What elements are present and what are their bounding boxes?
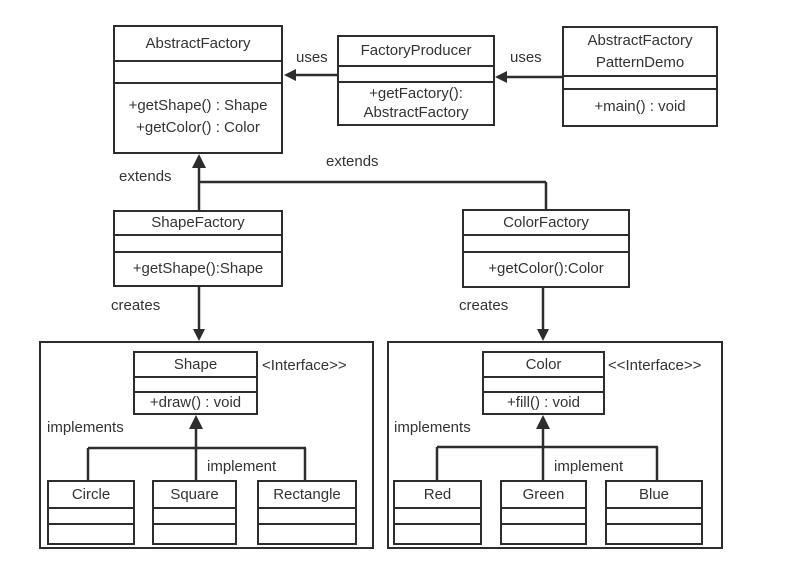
class-color-factory: ColorFactory +getColor():Color (462, 209, 630, 288)
methods-compartment (607, 525, 701, 541)
class-title: Rectangle (259, 482, 355, 509)
methods-compartment (154, 525, 235, 541)
interface-color: Color +fill() : void (482, 351, 605, 415)
methods-compartment: +fill() : void (484, 393, 603, 411)
methods-compartment (49, 525, 133, 541)
method-draw: +draw() : void (149, 393, 242, 411)
fields-compartment (154, 509, 235, 525)
arrowhead-extends (192, 154, 206, 168)
class-green: Green (500, 480, 587, 545)
class-red: Red (393, 480, 482, 545)
arrowhead-creates-shape (193, 329, 205, 341)
methods-compartment: +getShape() : Shape +getColor() : Color (115, 84, 281, 150)
class-title: Blue (607, 482, 701, 509)
class-abstract-factory: AbstractFactory +getShape() : Shape +get… (113, 25, 283, 154)
label-creates-left: creates (111, 297, 161, 314)
label-implements-left: implements (47, 419, 124, 436)
methods-compartment (502, 525, 585, 541)
class-rectangle: Rectangle (257, 480, 357, 545)
methods-compartment (259, 525, 355, 541)
class-title: ShapeFactory (115, 212, 281, 236)
method-fill: +fill() : void (507, 393, 580, 411)
label-creates-right: creates (459, 297, 509, 314)
label-implements-right: implements (394, 419, 471, 436)
method-getshape: +getShape() : Shape (128, 97, 268, 114)
class-title: AbstractFactory PatternDemo (564, 28, 716, 77)
fields-compartment (115, 62, 281, 84)
fields-compartment (395, 509, 480, 525)
methods-compartment: +getColor():Color (464, 253, 628, 284)
arrowhead-uses-right (495, 71, 507, 83)
class-title: AbstractFactory (115, 27, 281, 62)
class-title: FactoryProducer (339, 37, 493, 67)
methods-compartment: +getFactory(): AbstractFactory (339, 83, 493, 122)
class-title: Red (395, 482, 480, 509)
fields-compartment (502, 509, 585, 525)
class-square: Square (152, 480, 237, 545)
class-title: ColorFactory (464, 211, 628, 236)
methods-compartment: +getShape():Shape (115, 253, 281, 283)
class-pattern-demo: AbstractFactory PatternDemo +main() : vo… (562, 26, 718, 127)
label-uses-left: uses (296, 49, 328, 66)
interface-title: Color (484, 353, 603, 378)
color-implementations-container (387, 341, 723, 549)
shape-implementations-container (39, 341, 374, 549)
method-getfactory-line1: +getFactory(): (369, 84, 463, 102)
method-getcolor: +getColor():Color (488, 260, 604, 277)
label-extends-right: extends (326, 153, 379, 170)
class-circle: Circle (47, 480, 135, 545)
arrowhead-uses-left (284, 69, 296, 81)
methods-compartment: +draw() : void (135, 393, 256, 411)
class-title-line1: AbstractFactory (587, 31, 693, 49)
stereotype-interface-shape: <Interface>> (262, 357, 347, 374)
fields-compartment (259, 509, 355, 525)
methods-compartment: +main() : void (564, 90, 716, 123)
method-main: +main() : void (594, 98, 686, 115)
method-getshape: +getShape():Shape (132, 259, 264, 277)
class-title: Green (502, 482, 585, 509)
arrowhead-implements-color (536, 415, 550, 429)
method-getcolor: +getColor() : Color (136, 119, 260, 136)
class-factory-producer: FactoryProducer +getFactory(): AbstractF… (337, 35, 495, 126)
fields-compartment (135, 378, 256, 393)
arrowhead-creates-color (537, 329, 549, 341)
label-extends-left: extends (119, 168, 172, 185)
label-implement-left: implement (207, 458, 277, 475)
fields-compartment (115, 236, 281, 253)
stereotype-interface-color: <<Interface>> (608, 357, 702, 374)
class-shape-factory: ShapeFactory +getShape():Shape (113, 210, 283, 287)
fields-compartment (484, 378, 603, 393)
methods-compartment (395, 525, 480, 541)
interface-title: Shape (135, 353, 256, 378)
fields-compartment (49, 509, 133, 525)
fields-compartment (607, 509, 701, 525)
method-getfactory-line2: AbstractFactory (363, 103, 469, 121)
label-uses-right: uses (510, 49, 542, 66)
class-title: Square (154, 482, 235, 509)
interface-shape: Shape +draw() : void (133, 351, 258, 415)
fields-compartment (339, 67, 493, 83)
fields-compartment (564, 77, 716, 90)
class-title-line2: PatternDemo (595, 53, 685, 71)
class-title: Circle (49, 482, 133, 509)
arrowhead-implements-shape (189, 415, 203, 429)
class-blue: Blue (605, 480, 703, 545)
fields-compartment (464, 236, 628, 253)
label-implement-right: implement (554, 458, 624, 475)
